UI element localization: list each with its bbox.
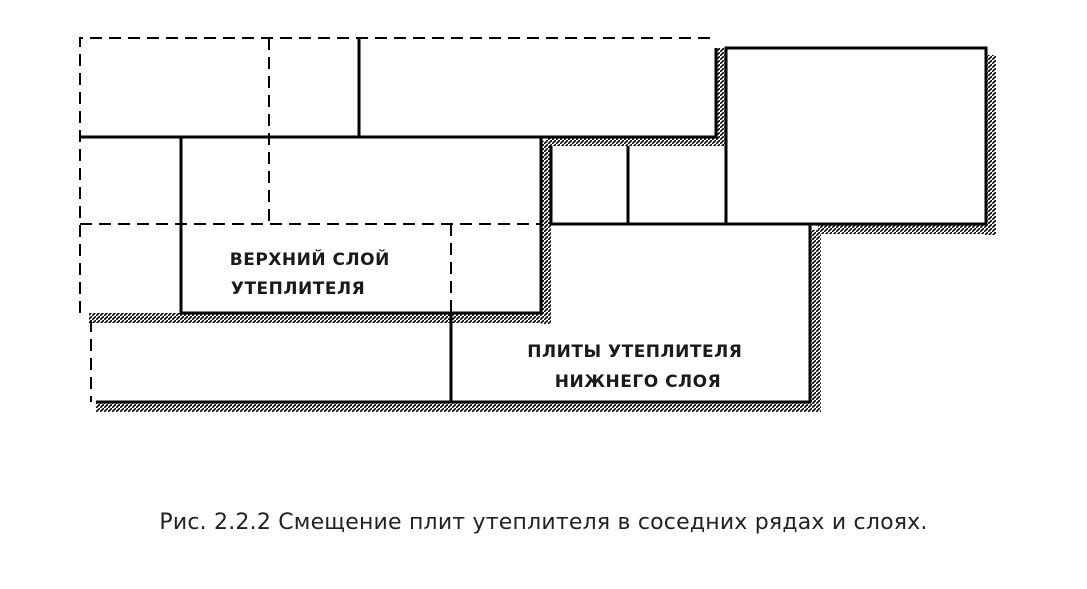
- shadow-upper-layer-right: [541, 141, 551, 324]
- upper-layer-label: ВЕРХНИЙ СЛОЙ УТЕПЛИТЕЛЯ: [230, 248, 396, 299]
- lower-layer-outline: [449, 224, 812, 404]
- dashed-top-left-outline: [79, 37, 716, 313]
- dashed-slab-outlines: [79, 37, 716, 402]
- shadow-right-slab-right: [985, 55, 996, 235]
- upper-layer-label-line-2: УТЕПЛИТЕЛЯ: [231, 279, 365, 299]
- figure-caption: Рис. 2.2.2 Смещение плит утеплителя в со…: [159, 510, 928, 535]
- shadow-top-slab-right: [716, 48, 726, 140]
- shadow-right-slab-bottom: [818, 224, 996, 234]
- shadow-top-slab-bottom: [546, 136, 726, 146]
- lower-layer-label-line-2: НИЖНЕГО СЛОЯ: [555, 372, 721, 392]
- shadow-lower-layer-right: [810, 230, 821, 412]
- shadow-upper-layer-bottom: [89, 313, 551, 323]
- right-middle-row-outline: [549, 146, 986, 226]
- top-right-slab: [724, 46, 988, 226]
- lower-layer-label: ПЛИТЫ УТЕПЛИТЕЛЯ НИЖНЕГО СЛОЯ: [527, 342, 748, 392]
- top-row-outline: [80, 48, 718, 139]
- lower-layer-label-line-1: ПЛИТЫ УТЕПЛИТЕЛЯ: [527, 342, 742, 362]
- insulation-offset-diagram: ВЕРХНИЙ СЛОЙ УТЕПЛИТЕЛЯ ПЛИТЫ УТЕПЛИТЕЛЯ…: [79, 37, 996, 412]
- upper-layer-label-line-1: ВЕРХНИЙ СЛОЙ: [230, 248, 390, 270]
- shadow-strips: [89, 48, 996, 412]
- solid-slab-outlines: [80, 38, 988, 404]
- shadow-lower-layer-bottom: [96, 402, 821, 412]
